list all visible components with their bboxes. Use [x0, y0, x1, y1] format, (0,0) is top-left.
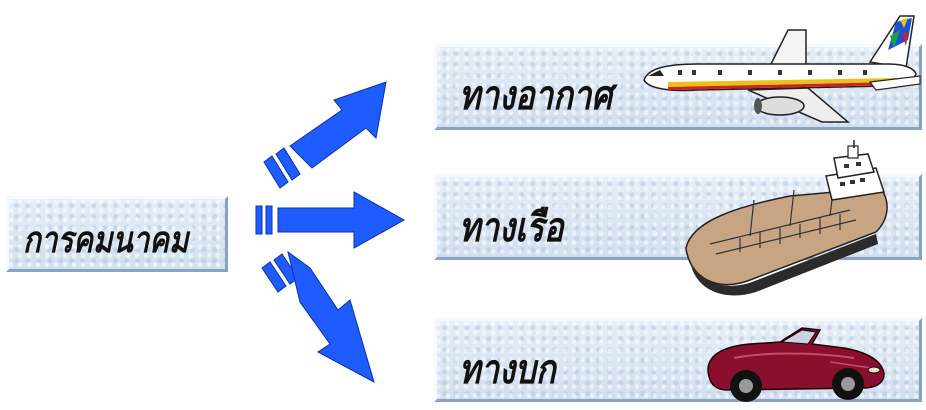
airplane-icon: [643, 15, 921, 123]
arrow-to-land: [261, 250, 375, 384]
ship-icon: [685, 140, 888, 296]
branch-label: ทางเรือ: [459, 204, 564, 251]
arrow-to-sea: [255, 191, 406, 249]
branch-label: ทางอากาศ: [459, 72, 613, 119]
branch-label: ทางบก: [459, 346, 556, 393]
center-node-label: การคมนาคม: [23, 219, 189, 261]
center-node: การคมนาคม: [6, 196, 228, 272]
arrows: [255, 81, 406, 384]
car-icon: [707, 327, 885, 402]
arrow-to-air: [263, 81, 387, 189]
